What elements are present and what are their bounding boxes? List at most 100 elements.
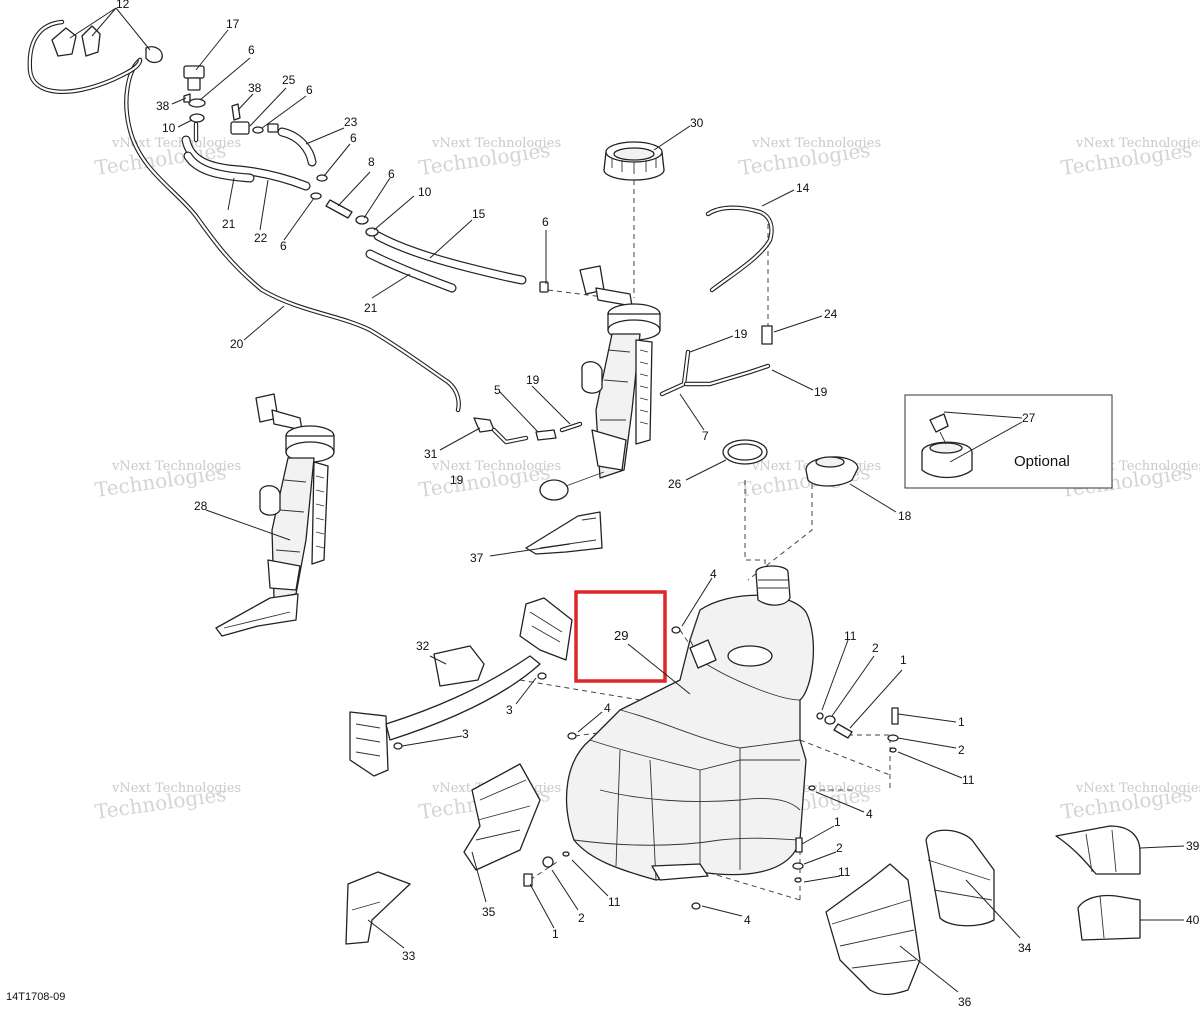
callout-11: 11 <box>838 865 851 879</box>
callout-2: 2 <box>836 841 843 855</box>
vent-tube-14 <box>705 205 774 293</box>
callout-17: 17 <box>226 17 240 31</box>
callout-33: 33 <box>402 949 416 963</box>
callout-35: 35 <box>482 905 496 919</box>
heat-shields <box>345 763 1141 996</box>
seal-ring-26 <box>722 439 768 465</box>
breather-hose-20 <box>27 19 461 413</box>
callout-1: 1 <box>900 653 907 667</box>
callout-4: 4 <box>710 567 717 581</box>
callout-1: 1 <box>958 715 965 729</box>
leader-lines <box>69 7 1185 993</box>
callout-31: 31 <box>424 447 438 461</box>
shield-40 <box>1077 894 1141 941</box>
callout-26: 26 <box>668 477 682 491</box>
callout-19: 19 <box>450 473 464 487</box>
callout-38: 38 <box>248 81 262 95</box>
hose-clips-12 <box>51 25 163 64</box>
fuel-pump-assembly-28 <box>215 393 335 637</box>
callout-18: 18 <box>898 509 912 523</box>
callout-37: 37 <box>470 551 484 565</box>
callout-11: 11 <box>608 895 621 909</box>
svg-text:vNext Technologies: vNext Technologies <box>431 136 561 151</box>
hoses-top-left <box>181 121 527 293</box>
callout-5: 5 <box>494 383 501 397</box>
callout-11: 11 <box>844 629 857 643</box>
svg-text:vNext Technologies: vNext Technologies <box>1075 136 1200 151</box>
callout-32: 32 <box>416 639 430 653</box>
callout-40: 40 <box>1186 913 1200 927</box>
callout-14: 14 <box>796 181 810 195</box>
callout-4: 4 <box>866 807 873 821</box>
optional-box: Optional <box>904 394 1113 489</box>
callout-21: 21 <box>222 217 236 231</box>
shield-35 <box>463 763 541 871</box>
optional-label: Optional <box>1014 453 1070 470</box>
callout-11: 11 <box>962 773 975 787</box>
svg-text:vNext Technologies: vNext Technologies <box>1075 781 1200 796</box>
fuel-pump-upper <box>525 265 661 555</box>
callout-20: 20 <box>230 337 244 351</box>
callout-29: 29 <box>614 628 628 643</box>
shield-34 <box>925 829 995 927</box>
callout-3: 3 <box>506 703 513 717</box>
callout-4: 4 <box>744 913 751 927</box>
small-fittings <box>183 65 549 293</box>
callout-6: 6 <box>248 43 255 57</box>
callout-2: 2 <box>958 743 965 757</box>
callout-23: 23 <box>344 115 358 129</box>
svg-text:vNext Technologies: vNext Technologies <box>111 136 241 151</box>
callout-6: 6 <box>280 239 287 253</box>
callout-8: 8 <box>368 155 375 169</box>
callout-2: 2 <box>872 641 879 655</box>
callout-3: 3 <box>462 727 469 741</box>
callout-15: 15 <box>472 207 486 221</box>
callout-1: 1 <box>552 927 559 941</box>
doc-code: 14T1708-09 <box>6 991 65 1003</box>
callout-28: 28 <box>194 499 208 513</box>
callout-34: 34 <box>1018 941 1032 955</box>
callout-1: 1 <box>834 815 841 829</box>
callout-24: 24 <box>824 307 838 321</box>
callout-21: 21 <box>364 301 378 315</box>
shield-33 <box>345 871 411 945</box>
callout-12: 12 <box>116 0 130 11</box>
callout-39: 39 <box>1186 839 1200 853</box>
shield-39 <box>1055 825 1141 875</box>
callout-25: 25 <box>282 73 296 87</box>
hardware <box>523 626 899 910</box>
callout-6: 6 <box>542 215 549 229</box>
bracket-32 <box>349 597 573 777</box>
callout-6: 6 <box>350 131 357 145</box>
callout-19: 19 <box>814 385 828 399</box>
callout-10: 10 <box>162 121 176 135</box>
svg-text:vNext Technologies: vNext Technologies <box>111 781 241 796</box>
fuel-tank-29 <box>565 565 815 881</box>
callout-4: 4 <box>604 701 611 715</box>
svg-text:vNext Technologies: vNext Technologies <box>111 459 241 474</box>
shield-36 <box>825 863 921 996</box>
callout-19: 19 <box>526 373 540 387</box>
callout-10: 10 <box>418 185 432 199</box>
callout-7: 7 <box>702 429 709 443</box>
callout-6: 6 <box>388 167 395 181</box>
callout-38: 38 <box>156 99 170 113</box>
cap-18 <box>805 456 859 487</box>
highlight-box <box>574 590 667 683</box>
callout-2: 2 <box>578 911 585 925</box>
svg-text:vNext Technologies: vNext Technologies <box>431 459 561 474</box>
lock-ring-30 <box>603 141 665 181</box>
callout-36: 36 <box>958 995 972 1009</box>
callout-19: 19 <box>734 327 748 341</box>
callout-22: 22 <box>254 231 268 245</box>
callout-6: 6 <box>306 83 313 97</box>
callout-numbers: 1217638102563823686102122615212063014241… <box>116 0 1200 1009</box>
svg-text:vNext Technologies: vNext Technologies <box>751 136 881 151</box>
